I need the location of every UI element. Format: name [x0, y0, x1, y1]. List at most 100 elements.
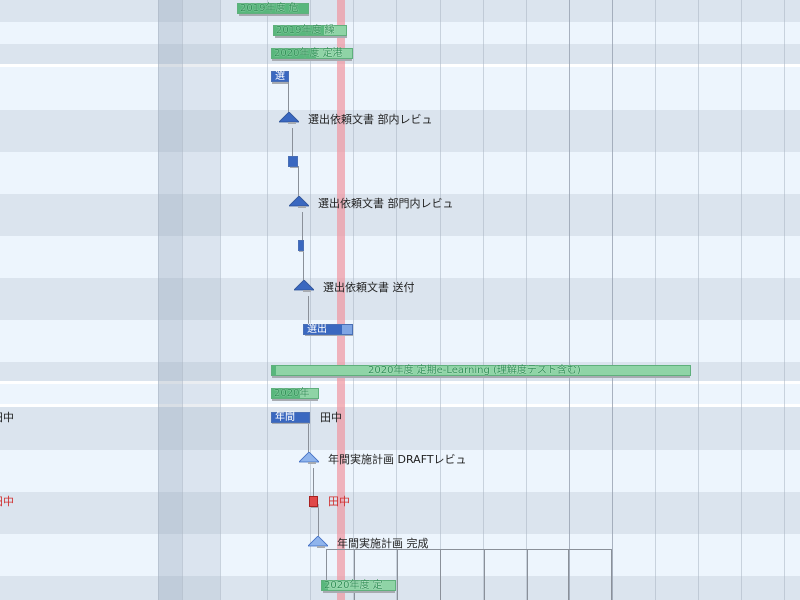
task-bar-2019-a[interactable]: 2019年度 危: [237, 3, 309, 14]
dependency-line: [440, 549, 441, 600]
left-owner-label: 田中: [0, 495, 14, 508]
left-owner-label: 田中: [0, 411, 14, 424]
gantt-row[interactable]: [0, 0, 800, 22]
task-label: 2020年: [274, 388, 310, 399]
grid-line: [698, 0, 699, 600]
grid-line: [267, 0, 268, 600]
dependency-line: [484, 549, 485, 600]
gantt-row[interactable]: [0, 236, 800, 278]
task-bar-2019-b[interactable]: 2019年度 繰: [273, 25, 347, 36]
gantt-row[interactable]: [0, 44, 800, 64]
grid-line: [569, 0, 570, 600]
gantt-row[interactable]: [0, 384, 800, 404]
dependency-line: [611, 549, 612, 600]
grid-line: [741, 0, 742, 600]
milestone-label: 年間実施計画 完成: [337, 537, 429, 550]
task-bar-2020-plan[interactable]: 2020年度 定港: [271, 48, 353, 59]
dependency-line: [318, 508, 319, 536]
dependency-line: [303, 250, 304, 280]
task-bar-select-short[interactable]: 選: [271, 71, 289, 82]
dependency-line: [288, 80, 289, 112]
today-marker: [337, 0, 345, 600]
bar-shadow: [323, 589, 395, 593]
bar-shadow: [272, 397, 318, 401]
grid-line: [353, 0, 354, 600]
milestone-label: 選出依頼文書 部内レビュ: [308, 113, 433, 126]
gantt-row[interactable]: [0, 110, 800, 152]
progress-fill: [304, 325, 343, 334]
progress-fill: [272, 49, 316, 58]
progress-fill: [238, 4, 308, 13]
gantt-row[interactable]: [0, 278, 800, 320]
gantt-row[interactable]: [0, 194, 800, 236]
milestone-label: 選出依頼文書 送付: [323, 281, 415, 294]
task-bar-critical[interactable]: [309, 496, 318, 507]
dependency-line: [308, 424, 309, 452]
weekend-shade: [158, 0, 182, 600]
gantt-row[interactable]: [0, 407, 800, 450]
milestone-icon[interactable]: [279, 112, 299, 124]
task-label: 2020年度 定期e-Learning (理解度テスト含む): [368, 365, 581, 376]
dependency-line: [326, 549, 612, 550]
grid-line: [158, 0, 159, 600]
group-separator: [0, 64, 800, 67]
task-label: 選出: [307, 324, 327, 335]
grid-line: [526, 0, 527, 600]
milestone-icon[interactable]: [308, 536, 328, 548]
gantt-row[interactable]: [0, 492, 800, 534]
milestone-label: 年間実施計画 DRAFTレビュ: [328, 453, 467, 466]
dependency-line: [397, 549, 398, 600]
grid-line: [220, 0, 221, 600]
bar-shadow: [272, 57, 352, 61]
milestone-icon[interactable]: [289, 196, 309, 208]
dependency-line: [527, 549, 528, 600]
grid-line: [483, 0, 484, 600]
gantt-row[interactable]: [0, 576, 800, 600]
task-label: 2020年度 定港: [274, 48, 343, 59]
bar-shadow: [239, 12, 309, 16]
gantt-row[interactable]: [0, 67, 800, 110]
gantt-row[interactable]: [0, 22, 800, 44]
task-bar-annual[interactable]: 年間: [271, 412, 310, 423]
dependency-line: [298, 166, 299, 196]
resource-label: 田中: [320, 411, 342, 424]
task-label: 2020年度 定: [324, 580, 383, 591]
milestone-icon[interactable]: [294, 280, 314, 292]
grid-line: [440, 0, 441, 600]
bar-shadow: [275, 34, 347, 38]
dependency-line: [354, 549, 355, 600]
gantt-row[interactable]: [0, 152, 800, 194]
grid-line: [182, 0, 183, 600]
progress-fill: [289, 157, 297, 166]
group-separator: [0, 381, 800, 384]
gantt-row[interactable]: [0, 450, 800, 492]
task-bar-select[interactable]: 選出: [303, 324, 353, 335]
dependency-line: [326, 550, 327, 582]
grid-line: [784, 0, 785, 600]
progress-fill: [272, 389, 300, 398]
task-bar-2020-short[interactable]: 2020年: [271, 388, 319, 399]
progress-fill: [274, 26, 325, 35]
gantt-row[interactable]: [0, 320, 800, 362]
group-separator: [0, 404, 800, 407]
grid-line: [612, 0, 613, 600]
task-bar-elearning[interactable]: 2020年度 定期e-Learning (理解度テスト含む): [271, 365, 691, 376]
milestone-label: 選出依頼文書 部門内レビュ: [318, 197, 454, 210]
grid-line: [655, 0, 656, 600]
task-bar-2020-bottom[interactable]: 2020年度 定: [321, 580, 396, 591]
gantt-row[interactable]: [0, 534, 800, 576]
progress-fill: [272, 413, 309, 422]
task-label: 2019年度 危: [240, 3, 299, 14]
milestone-icon[interactable]: [299, 452, 319, 464]
bar-shadow: [272, 374, 690, 378]
weekend-shade: [158, 0, 220, 600]
dependency-line: [302, 212, 303, 240]
task-bar-small[interactable]: [288, 156, 298, 167]
progress-fill: [272, 72, 288, 81]
task-bar-tiny[interactable]: [298, 240, 304, 251]
grid-line: [310, 0, 311, 600]
progress-fill: [322, 581, 328, 590]
progress-fill: [299, 241, 303, 250]
progress-fill: [272, 366, 277, 375]
